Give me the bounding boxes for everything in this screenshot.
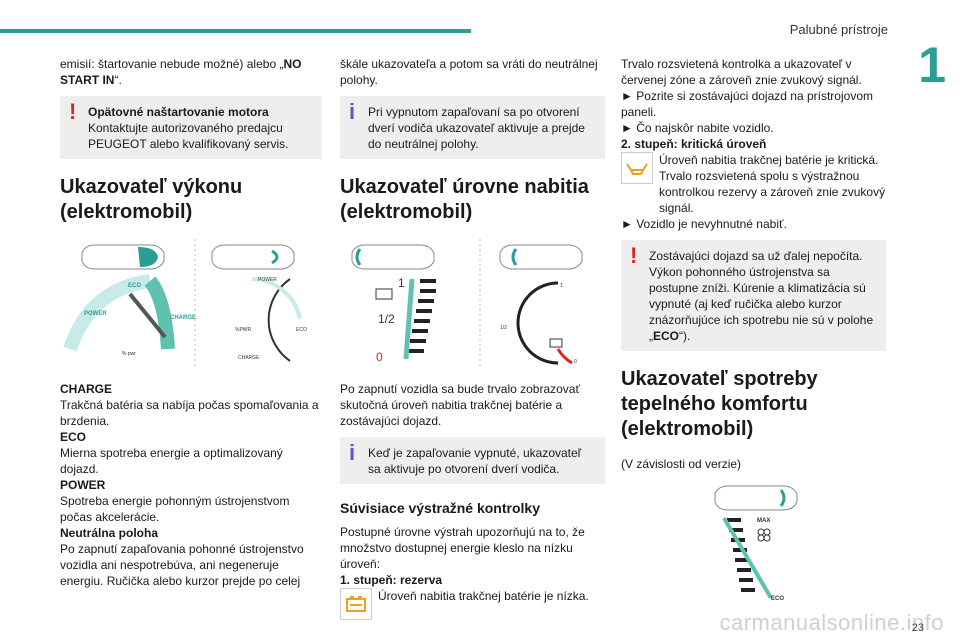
charge-zero-label: 0 [376,350,383,364]
info-icon: i [349,440,356,465]
section-heading-thermal-comfort: Ukazovateľ spotreby tepelného komfortu (… [621,368,818,440]
header-accent-bar [0,29,471,33]
thermal-gauge-illustration: MAX ECO [621,480,886,610]
reserve-text: Trvalo rozsvietená kontrolka a ukazovate… [621,57,862,87]
continued-text: škále ukazovateľa a potom sa vráti do ne… [340,57,598,87]
eco-mention: ECO [653,329,680,343]
battery-critical-icon [621,152,653,184]
section-heading-power: Ukazovateľ výkonu (elektromobil) [60,176,243,223]
power-title: POWER [60,478,106,492]
thermal-gauge-svg: MAX ECO [714,485,798,602]
neutral-title: Neutrálna poloha [60,526,159,540]
level2-row: Úroveň nabitia trakčnej batérie je kriti… [621,152,886,216]
charge-text: Trakčná batéria sa nabíja počas spomaľov… [60,398,319,428]
power-label: POWER [84,311,107,317]
pct-pwr-label: %PWR [235,327,252,333]
column-1: emisií: štartovanie nebude možné) alebo … [60,56,322,589]
warning-exclamation-icon: ! [630,243,638,268]
battery-reserve-icon [340,588,372,620]
level1-title: 1. stupeň: rezerva [340,573,443,587]
thermal-eco-label: ECO [771,596,784,602]
level1-text: Úroveň nabitia trakčnej batérie je nízka… [378,589,589,603]
info-text-doors: Keď je zapaľovanie vypnuté, ukazovateľ s… [368,446,582,476]
info-icon: i [349,99,356,124]
charge-level-illustration: 1 1/2 0 1 1/2 0 [340,239,605,369]
charge-one-label-right: 1 [560,283,563,289]
pct-label: % pwr [122,351,136,357]
battery-icon-small [375,288,393,300]
column-2: škále ukazovateľa a potom sa vráti do ne… [340,56,605,620]
warning-text: Kontaktujte autorizovaného predajcu PEUG… [88,121,289,151]
range-warning-text: Zostávajúci dojazd sa už ďalej nepočíta.… [649,249,874,343]
neutral-text: Po zapnutí zapaľovania pohonné ústrojens… [60,542,304,588]
warning-exclamation-icon: ! [69,99,77,124]
version-note: (V závislosti od verzie) [621,457,742,471]
charge-one-label: 1 [398,276,405,290]
info-note-doors: i Keď je zapaľovanie vypnuté, ukazovateľ… [340,437,605,484]
eco-title: ECO [60,430,87,444]
charge-label-right: CHARGE [238,355,260,361]
info-note-ignition-off: i Pri vypnutom zapaľovaní sa po otvorení… [340,96,605,159]
level1-row: Úroveň nabitia trakčnej batérie je nízka… [340,588,605,620]
subheading-warning-lights: Súvisiace výstražné kontrolky [340,500,540,516]
charge-half-label-right: 1/2 [500,325,507,331]
battery-icon-right [549,338,563,348]
charge-half-label: 1/2 [378,312,395,326]
bullet-check-range: ► Pozrite si zostávajúci dojazd na príst… [621,89,873,119]
warning-title: Opätovné naštartovanie motora [88,105,269,119]
fan-icon [757,528,771,542]
charge-zero-label-right: 0 [574,359,577,365]
warning-note-range: ! Zostávajúci dojazd sa už ďalej nepočít… [621,240,886,351]
bullet-charge-soon: ► Čo najskôr nabite vozidlo. [621,121,774,135]
chapter-number: 1 [918,37,946,93]
eco-text: Mierna spotreba energie a optimalizovaný… [60,446,283,476]
charge-gauge-svg: 1 1/2 0 1 1/2 0 [351,239,583,369]
page-number: 23 [911,622,924,634]
level2-text: Úroveň nabitia trakčnej batérie je kriti… [659,153,886,215]
intro-text: emisií: štartovanie nebude možné) alebo … [60,57,302,87]
info-text: Pri vypnutom zapaľovaní sa po otvorení d… [368,105,585,151]
power-label-right: POWER [258,277,277,283]
power-text: Spotreba energie pohonným ústrojenstvom … [60,494,290,524]
charge-title: CHARGE [60,382,113,396]
column-3: Trvalo rozsvietená kontrolka a ukazovate… [621,56,886,622]
eco-label: ECO [128,283,141,289]
section-heading-charge-level: Ukazovateľ úrovne nabitia (elektromobil) [340,176,589,223]
power-gauge-illustration: POWER ECO CHARGE % pwr POWER ECO CHARGE … [60,239,322,369]
watermark: carmanualsonline.info [719,610,944,635]
charge-level-text: Po zapnutí vozidla sa bude trvalo zobraz… [340,382,580,428]
warning-note-restart: ! Opätovné naštartovanie motora Kontaktu… [60,96,322,159]
power-gauge-svg: POWER ECO CHARGE % pwr POWER ECO CHARGE … [63,239,307,369]
page-header-title: Palubné prístroje [789,22,888,37]
charge-label: CHARGE [170,315,196,321]
max-label: MAX [757,518,770,524]
warning-lights-text: Postupné úrovne výstrah upozorňujú na to… [340,525,585,571]
eco-label-right: ECO [296,327,307,333]
level2-title: 2. stupeň: kritická úroveň [621,137,767,151]
bullet-must-charge: ► Vozidlo je nevyhnutné nabiť. [621,217,787,231]
